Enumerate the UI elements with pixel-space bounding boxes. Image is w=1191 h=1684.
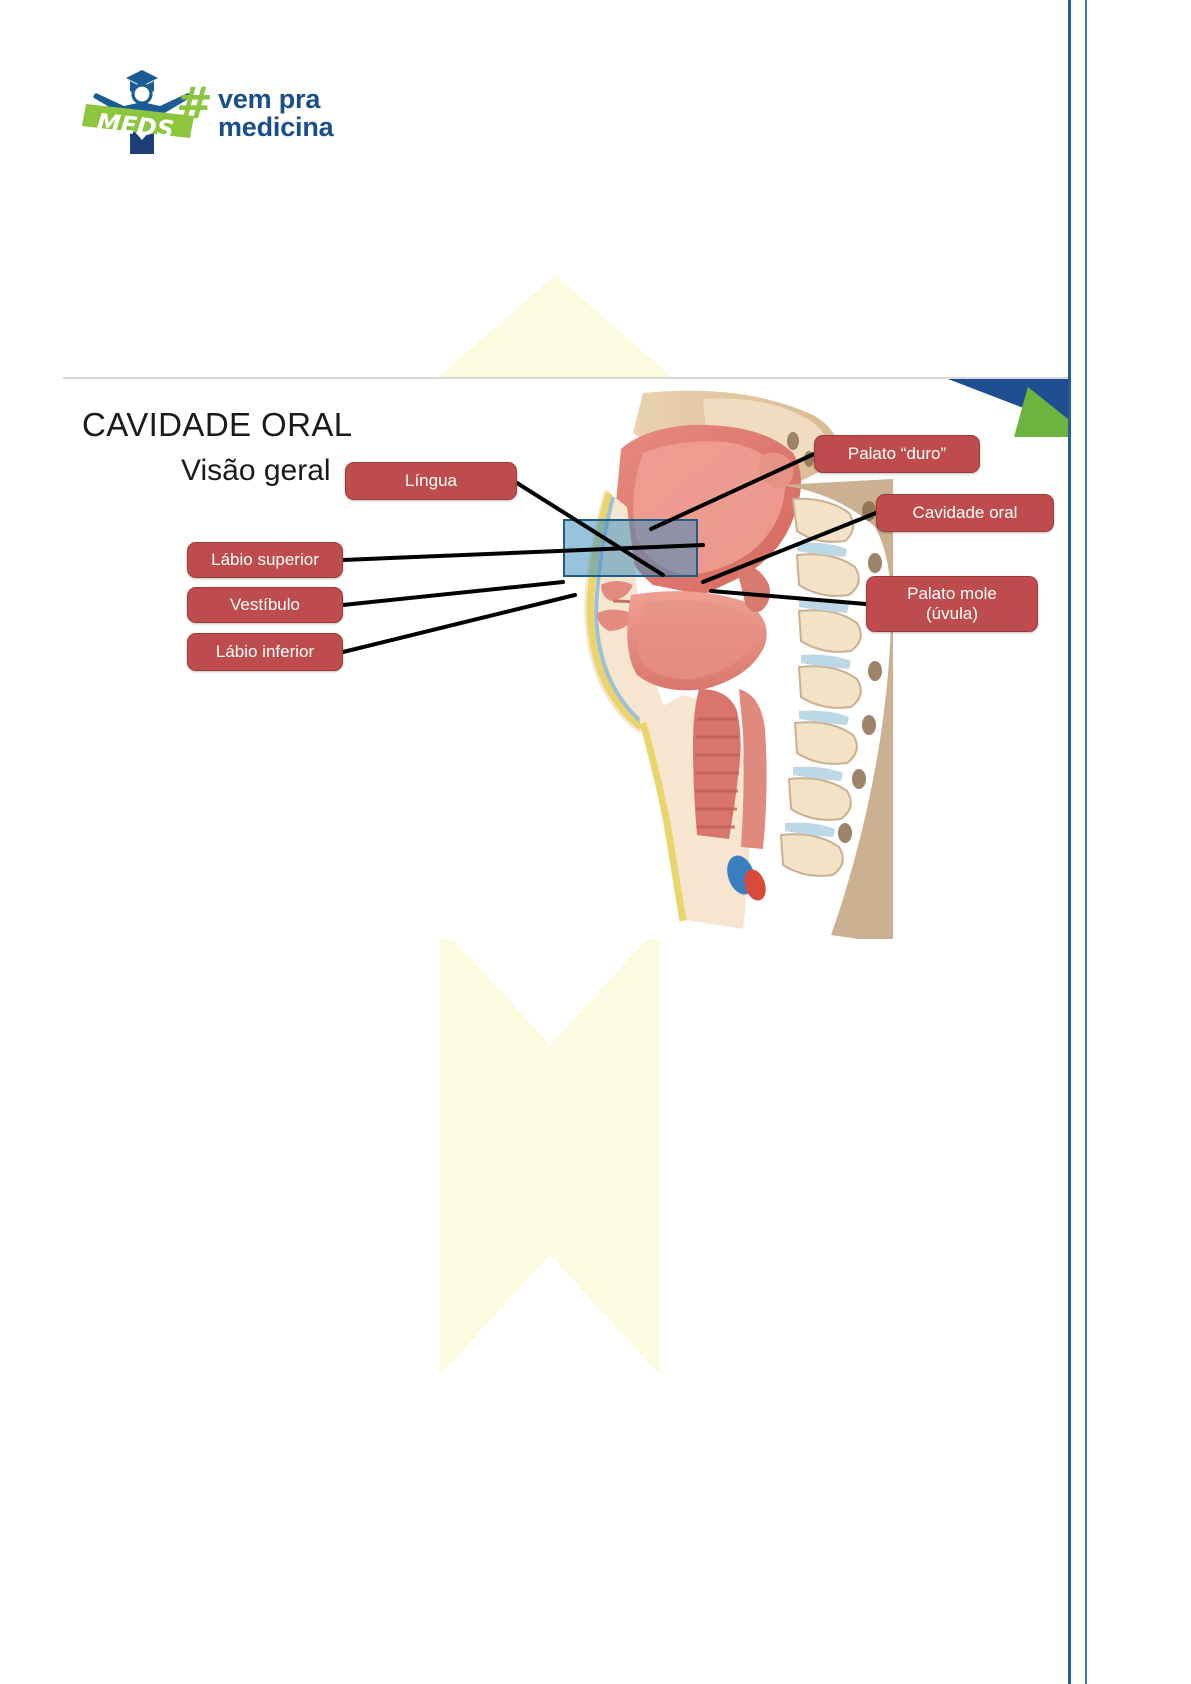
- slide-title: CAVIDADE ORAL: [82, 406, 353, 443]
- slide-corner-decoration: [948, 379, 1068, 437]
- brand-tagline-line2: medicina: [218, 111, 334, 142]
- callout-labio-superior[interactable]: Lábio superior: [187, 542, 343, 578]
- callout-labio-inferior[interactable]: Lábio inferior: [187, 633, 343, 671]
- watermark-arrow-bottom: [440, 925, 660, 1375]
- callout-cavidade-oral[interactable]: Cavidade oral: [876, 494, 1054, 532]
- callout-palato-mole[interactable]: Palato mole (úvula): [866, 576, 1038, 632]
- highlight-rectangle: [563, 519, 698, 577]
- brand-wordmark: # vem pra medicina: [176, 81, 334, 142]
- callout-palato-duro[interactable]: Palato “duro”: [814, 435, 980, 473]
- embedded-slide: CAVIDADE ORAL Visão geral: [63, 377, 1068, 939]
- page-border-rule-outer: [1068, 0, 1071, 1684]
- callout-lingua[interactable]: Língua: [345, 462, 517, 500]
- meds-mascot-icon: MEDS: [82, 70, 194, 154]
- slide-subtitle: Visão geral: [181, 454, 331, 487]
- brand-tagline-line1: vem pra: [218, 84, 321, 114]
- callout-vestibulo[interactable]: Vestíbulo: [187, 587, 343, 623]
- page-border-rule-inner: [1085, 0, 1087, 1684]
- hashtag-icon: #: [176, 78, 213, 129]
- brand-logo: MEDS: [78, 62, 378, 162]
